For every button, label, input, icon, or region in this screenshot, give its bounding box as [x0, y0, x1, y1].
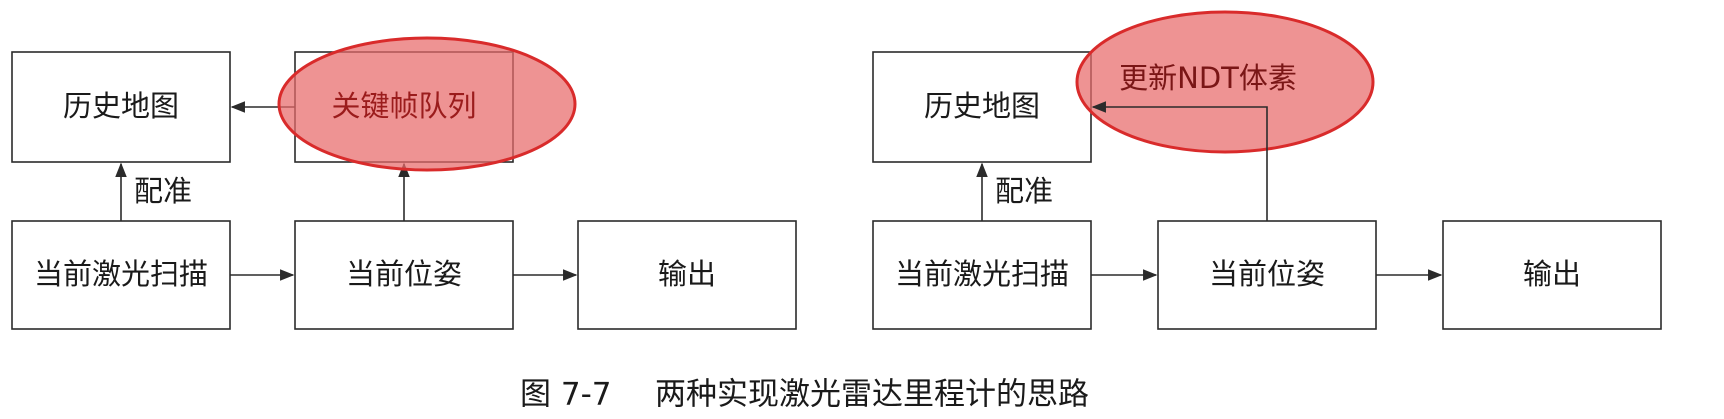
right-current-scan-label: 当前激光扫描 — [895, 257, 1069, 291]
figure-caption: 图 7-7 两种实现激光雷达里程计的思路 — [520, 377, 1089, 413]
left-current-pose-box — [294, 220, 514, 330]
right-arrow-pose-to-map — [1091, 101, 1268, 221]
right-output-label: 输出 — [1523, 257, 1581, 291]
caption-title: 两种实现激光雷达里程计的思路 — [655, 377, 1089, 413]
right-output-box — [1442, 220, 1662, 330]
right-history-map-box — [872, 51, 1092, 163]
left-current-pose-label: 当前位姿 — [346, 257, 462, 291]
left-registration-label: 配准 — [134, 174, 192, 208]
left-history-map-label: 历史地图 — [63, 89, 179, 123]
right-update-ndt-label: 更新NDT体素 — [1119, 61, 1297, 95]
left-keyframe-queue-label: 关键帧队列 — [331, 89, 476, 123]
left-output-box — [577, 220, 797, 330]
caption-number: 图 7-7 — [520, 377, 612, 413]
right-registration-label: 配准 — [995, 174, 1053, 208]
left-diagram: 历史地图 关键帧队列 配准 当前激光扫描 当前位姿 输出 — [11, 36, 797, 330]
right-history-map-label: 历史地图 — [924, 89, 1040, 123]
right-current-pose-label: 当前位姿 — [1209, 257, 1325, 291]
right-highlight-ellipse — [1075, 10, 1375, 154]
left-output-label: 输出 — [658, 257, 716, 291]
right-current-pose-box — [1157, 220, 1377, 330]
left-history-map-box — [11, 51, 231, 163]
right-diagram: 历史地图 更新NDT体素 配准 当前激光扫描 当前位姿 输出 — [872, 10, 1662, 330]
left-current-scan-label: 当前激光扫描 — [34, 257, 208, 291]
left-highlight-ellipse — [277, 36, 577, 172]
